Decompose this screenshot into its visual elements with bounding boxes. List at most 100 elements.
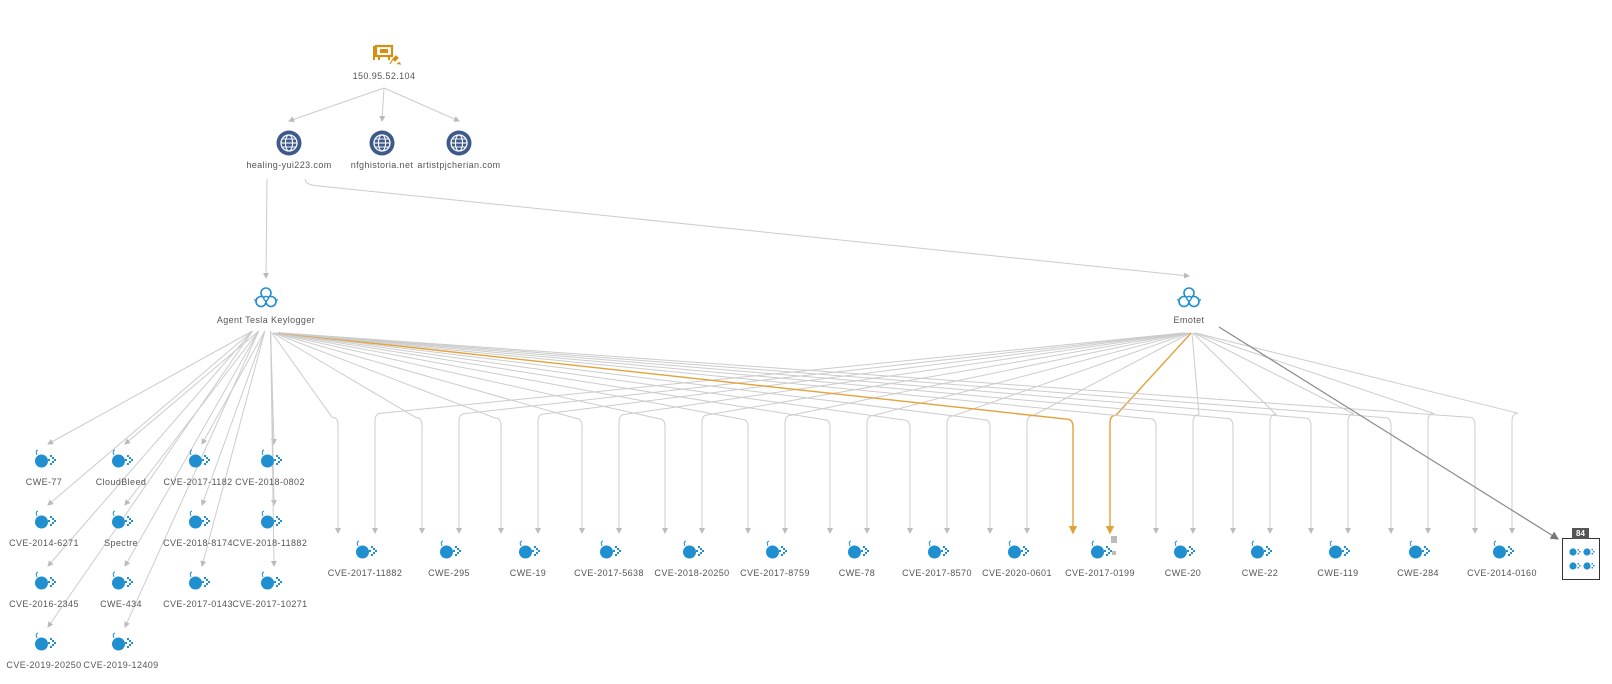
vulnerability-icon bbox=[1322, 535, 1354, 567]
edge-malware-vuln bbox=[280, 332, 1236, 534]
edge-ip-domain bbox=[383, 87, 460, 122]
node-label: CVE-2014-0160 bbox=[1467, 568, 1537, 578]
vulnerability-icon bbox=[759, 535, 791, 567]
edge-malware-vuln bbox=[279, 332, 1159, 534]
edge-malware-vuln bbox=[272, 332, 425, 534]
edge-malware-vuln bbox=[282, 332, 1394, 534]
edge-malware-vuln bbox=[372, 332, 1184, 534]
node-label: CVE-2017-11882 bbox=[327, 568, 403, 578]
vulnerability-icon bbox=[182, 566, 214, 598]
edge-malware-vuln bbox=[456, 332, 1184, 534]
edge-malware-vuln bbox=[47, 330, 253, 506]
vulnerability-icon bbox=[28, 505, 60, 537]
edge-malware-vuln bbox=[47, 330, 253, 445]
node-label: CVE-2017-8759 bbox=[740, 568, 810, 578]
node-label: nfghistoria.net bbox=[350, 160, 414, 170]
vulnerability-icon bbox=[254, 444, 286, 476]
vulnerability-icon bbox=[28, 566, 60, 598]
edge-malware-vuln bbox=[1193, 332, 1355, 534]
edge-malware-vuln bbox=[47, 330, 253, 628]
node-label: CVE-2019-12409 bbox=[83, 660, 159, 670]
node-label: CVE-2017-0199 bbox=[1065, 568, 1135, 578]
edge-ip-domain bbox=[379, 87, 386, 122]
vulnerability-icon bbox=[841, 535, 873, 567]
edge-malware-vuln bbox=[275, 332, 668, 534]
vulnerability-icon bbox=[1244, 535, 1276, 567]
edge-malware-vuln bbox=[270, 330, 277, 567]
vulnerability-cluster[interactable]: 84 bbox=[1562, 528, 1600, 580]
edge-malware-vuln bbox=[281, 332, 1314, 534]
globe-icon bbox=[443, 127, 475, 159]
node-label: healing-yui223.com bbox=[246, 160, 332, 170]
vulnerability-icon bbox=[1402, 535, 1434, 567]
edge-domain-malware bbox=[263, 178, 270, 279]
node-label: CVE-2018-11882 bbox=[232, 538, 308, 548]
edge-malware-vuln bbox=[274, 332, 585, 534]
node-label: CVE-2016-2345 bbox=[9, 599, 79, 609]
edge-malware-vuln bbox=[1190, 332, 1200, 534]
edge-malware-vuln bbox=[200, 330, 266, 567]
vulnerability-icon bbox=[676, 535, 708, 567]
node-label: CVE-2017-8570 bbox=[902, 568, 972, 578]
vulnerability-icon bbox=[593, 535, 625, 567]
node-label: CVE-2018-20250 bbox=[654, 568, 730, 578]
vulnerability-icon bbox=[105, 505, 137, 537]
biohazard-icon bbox=[250, 282, 282, 314]
vulnerability-icon bbox=[28, 627, 60, 659]
node-label: CVE-2014-6271 bbox=[9, 538, 79, 548]
node-label: artistpjcherian.com bbox=[417, 160, 501, 170]
node-label: Emotet bbox=[1173, 315, 1205, 325]
edge-malware-vuln bbox=[124, 330, 260, 628]
vulnerability-icon bbox=[182, 505, 214, 537]
edge-malware-vuln bbox=[277, 332, 913, 534]
vulnerability-icon bbox=[105, 627, 137, 659]
node-label: CVE-2018-8174 bbox=[163, 538, 233, 548]
edge-malware-vuln bbox=[1105, 332, 1192, 535]
vulnerability-icon bbox=[512, 535, 544, 567]
edge-ip-domain bbox=[288, 87, 385, 123]
node-label: CWE-77 bbox=[25, 477, 63, 487]
node-label: CVE-2019-20250 bbox=[6, 660, 82, 670]
vulnerability-icon bbox=[349, 535, 381, 567]
edge-malware-vuln bbox=[782, 332, 1188, 534]
vulnerability-icon bbox=[182, 444, 214, 476]
node-label: CVE-2017-10271 bbox=[232, 599, 308, 609]
vulnerability-icon bbox=[254, 505, 286, 537]
edge-malware-vuln bbox=[944, 332, 1190, 534]
vulnerability-icon bbox=[105, 566, 137, 598]
edge-malware-vuln bbox=[699, 332, 1187, 534]
vulnerability-icon bbox=[105, 444, 137, 476]
edge-malware-vuln bbox=[1195, 332, 1519, 534]
vulnerability-icon bbox=[254, 566, 286, 598]
ip-address-icon bbox=[368, 38, 400, 70]
vulnerability-icon bbox=[1084, 535, 1116, 567]
node-label: 150.95.52.104 bbox=[352, 71, 416, 81]
edge-malware-vuln bbox=[278, 332, 993, 534]
edge-malware-vuln bbox=[124, 330, 260, 445]
edge-malware-vuln bbox=[616, 332, 1186, 534]
edge-malware-vuln bbox=[276, 332, 833, 534]
edge-malware-vuln bbox=[275, 332, 751, 534]
vulnerability-icon bbox=[1486, 535, 1518, 567]
vulnerability-icon bbox=[921, 535, 953, 567]
cluster-count-badge: 84 bbox=[1572, 528, 1589, 539]
edge-malware-vuln bbox=[271, 332, 341, 534]
node-label: CVE-2020-0601 bbox=[982, 568, 1052, 578]
node-label: CWE-284 bbox=[1397, 568, 1439, 578]
edge-malware-vuln bbox=[1192, 332, 1278, 534]
edge-malware-vuln bbox=[1194, 332, 1435, 534]
node-label: CWE-78 bbox=[838, 568, 876, 578]
vulnerability-icon bbox=[1167, 535, 1199, 567]
pin-icon bbox=[394, 56, 402, 68]
node-label: CloudBleed bbox=[95, 477, 147, 487]
node-label: Spectre bbox=[104, 538, 138, 548]
edge-domain-malware bbox=[304, 178, 1190, 279]
vulnerability-cluster-icon bbox=[1565, 543, 1597, 580]
node-label: CVE-2017-5638 bbox=[574, 568, 644, 578]
node-label: CWE-19 bbox=[509, 568, 547, 578]
edge-malware-vuln bbox=[124, 330, 260, 567]
vulnerability-icon bbox=[28, 444, 60, 476]
biohazard-icon bbox=[1173, 282, 1205, 314]
bookmark-icon bbox=[1111, 536, 1117, 558]
